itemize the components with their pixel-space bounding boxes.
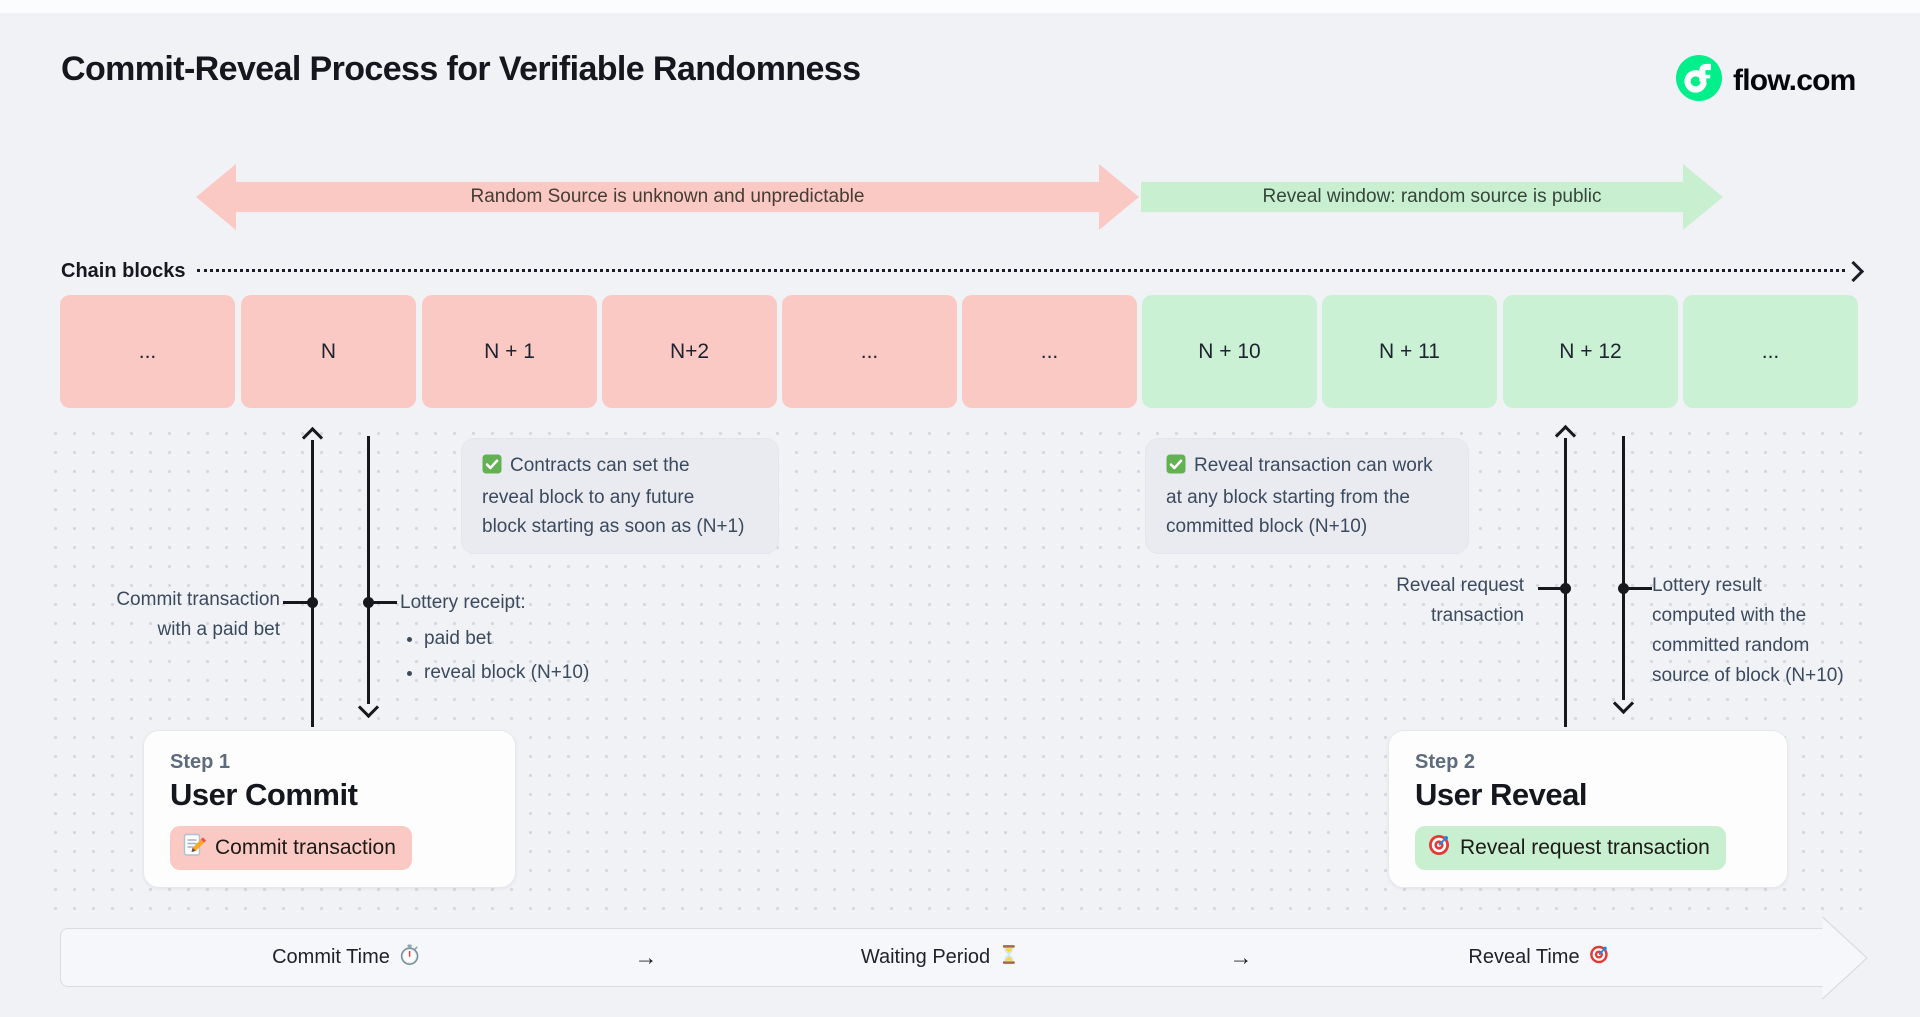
arrow-glyph: →	[634, 944, 658, 970]
block-label: ...	[860, 339, 879, 363]
step-title: User Reveal	[1415, 777, 1588, 812]
reveal-up-arrow-line	[1564, 438, 1567, 727]
target-icon	[1589, 944, 1610, 971]
check-icon	[482, 454, 502, 483]
chain-timeline-arrowhead-icon	[1842, 260, 1865, 283]
badge-label: Reveal request transaction	[1460, 836, 1710, 859]
block-label: N+2	[669, 339, 710, 363]
receipt-connector-line	[371, 601, 397, 604]
chain-blocks-label: Chain blocks	[61, 260, 186, 282]
block-label: ...	[138, 339, 157, 363]
result-down-arrow-line	[1622, 436, 1625, 700]
lottery-receipt-list: paid bet reveal block (N+10)	[400, 624, 660, 688]
annotation-title: Lottery receipt:	[400, 592, 526, 613]
chain-block: N + 10	[1142, 295, 1317, 408]
step1-card: Step 1 User Commit Commit transaction	[143, 730, 516, 888]
step-title: User Commit	[170, 777, 358, 812]
list-item: paid bet	[424, 624, 660, 654]
timeline-label: Commit Time	[272, 946, 390, 968]
chain-block: N + 11	[1322, 295, 1497, 408]
result-connector-dot	[1618, 583, 1629, 594]
timeline-arrow: →	[1230, 929, 1253, 986]
timeline-bar: Commit Time → Waiting Period	[60, 928, 1823, 987]
reveal-note-box: Reveal transaction can work at any block…	[1145, 438, 1469, 554]
top-strip	[0, 0, 1920, 13]
annotation-line: transaction	[1431, 605, 1524, 626]
block-label: N + 12	[1559, 339, 1622, 363]
commit-connector-line	[283, 601, 309, 604]
check-icon	[1166, 454, 1186, 483]
lottery-result-annotation: Lottery result computed with the committ…	[1652, 571, 1872, 691]
chain-block: N + 12	[1503, 295, 1678, 408]
chain-block: N+2	[602, 295, 777, 408]
chain-block: ...	[962, 295, 1137, 408]
arrow-glyph: →	[1229, 944, 1253, 970]
chain-block: N + 1	[422, 295, 597, 408]
timeline-arrow-tip	[1822, 916, 1868, 1000]
reveal-connector-line	[1538, 587, 1566, 590]
block-label: N	[320, 339, 337, 363]
timeline-reveal-time: Reveal Time	[1468, 929, 1609, 986]
annotation-line: with a paid bet	[157, 619, 280, 640]
block-label: N + 11	[1379, 339, 1440, 363]
commit-note-box: Contracts can set the reveal block to an…	[461, 438, 779, 554]
block-label: ...	[1040, 339, 1059, 363]
block-label: N + 1	[484, 339, 535, 363]
flow-logo-icon	[1676, 55, 1722, 106]
chain-timeline-dotted-line	[197, 269, 1845, 272]
lottery-receipt-annotation: Lottery receipt: paid bet reveal block (…	[400, 588, 660, 692]
result-connector-line	[1626, 587, 1652, 590]
flow-brand: flow.com	[1676, 55, 1856, 106]
annotation-line: Lottery result	[1652, 575, 1762, 596]
commit-phase-label: Random Source is unknown and unpredictab…	[470, 186, 865, 207]
timeline-label: Reveal Time	[1468, 946, 1580, 968]
timeline-waiting-period: Waiting Period	[861, 929, 1019, 986]
note-line: Reveal transaction can work	[1166, 451, 1448, 483]
reveal-request-badge: Reveal request transaction	[1415, 826, 1726, 870]
annotation-line: computed with the	[1652, 605, 1807, 626]
annotation-line: Reveal request	[1396, 575, 1524, 596]
step-label: Step 1	[170, 751, 231, 773]
note-text: at any block starting from the	[1166, 487, 1410, 508]
block-label: ...	[1761, 339, 1780, 363]
note-text: Contracts can set the	[510, 455, 690, 476]
note-line: Contracts can set the	[482, 451, 758, 483]
chain-block: ...	[1683, 295, 1858, 408]
chain-block: N	[241, 295, 416, 408]
badge-label: Commit transaction	[215, 836, 396, 859]
note-text: block starting as soon as (N+1)	[482, 516, 745, 537]
list-item: reveal block (N+10)	[424, 658, 660, 688]
timeline-label: Waiting Period	[860, 946, 991, 968]
timeline-arrow: →	[635, 929, 658, 986]
commit-up-arrow-line	[311, 440, 314, 727]
hourglass-icon	[999, 944, 1019, 971]
note-text: reveal block to any future	[482, 487, 695, 508]
commit-phase-arrow: Random Source is unknown and unpredictab…	[196, 164, 1139, 230]
timeline-commit-time: Commit Time	[272, 929, 420, 986]
receipt-connector-dot	[363, 597, 374, 608]
note-text: Reveal transaction can work	[1194, 455, 1433, 476]
annotation-line: committed random	[1652, 635, 1810, 656]
memo-icon	[182, 833, 207, 863]
reveal-phase-label: Reveal window: random source is public	[1262, 186, 1602, 207]
page-title: Commit-Reveal Process for Verifiable Ran…	[61, 50, 861, 88]
note-text: committed block (N+10)	[1166, 516, 1368, 537]
brand-name: flow.com	[1733, 63, 1856, 97]
block-label: N + 10	[1198, 339, 1261, 363]
target-icon	[1427, 833, 1451, 863]
reveal-tx-annotation: Reveal request transaction	[1320, 571, 1524, 631]
annotation-line: Commit transaction	[116, 589, 280, 610]
chain-block: ...	[782, 295, 957, 408]
commit-connector-dot	[307, 597, 318, 608]
reveal-phase-arrow: Reveal window: random source is public	[1141, 164, 1723, 230]
stopwatch-icon	[399, 944, 420, 971]
step2-card: Step 2 User Reveal Reveal request transa…	[1388, 730, 1788, 888]
receipt-down-arrow-line	[367, 436, 370, 704]
commit-transaction-badge: Commit transaction	[170, 826, 412, 870]
annotation-line: source of block (N+10)	[1652, 665, 1844, 686]
chain-block: ...	[60, 295, 235, 408]
step-label: Step 2	[1415, 751, 1476, 773]
reveal-connector-dot	[1560, 583, 1571, 594]
commit-tx-annotation: Commit transaction with a paid bet	[70, 585, 280, 645]
